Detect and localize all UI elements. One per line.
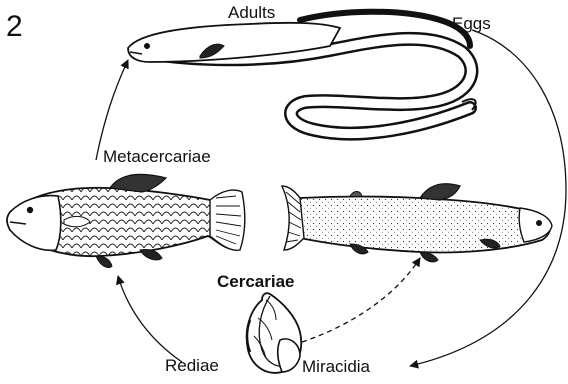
snail-aperture [278,339,300,372]
trout-dorsal-fin [420,184,460,200]
trout-eye [536,220,542,226]
label-eggs: Eggs [452,15,491,32]
arrow-metacercariae-to-adults [96,60,128,160]
arrow-miracidia-to-trout [302,258,420,342]
scaled-fish-dorsal-fin [110,174,166,192]
label-adults: Adults [228,4,275,21]
label-cercariae: Cercariae [217,273,295,290]
label-metacercariae: Metacercariae [103,148,211,165]
label-miracidia: Miracidia [302,358,370,375]
arrow-rediae-to-metacercariae [118,276,182,362]
panel-number: 2 [6,12,23,42]
label-rediae: Rediae [165,357,219,374]
adult-eel-drawing [128,12,476,134]
snail-drawing [247,293,301,373]
scaled-fish-eye [27,207,33,213]
trout-drawing [282,184,552,262]
trout-body [293,197,551,253]
eel-eye [144,43,150,49]
scaled-fish-drawing [7,174,245,267]
